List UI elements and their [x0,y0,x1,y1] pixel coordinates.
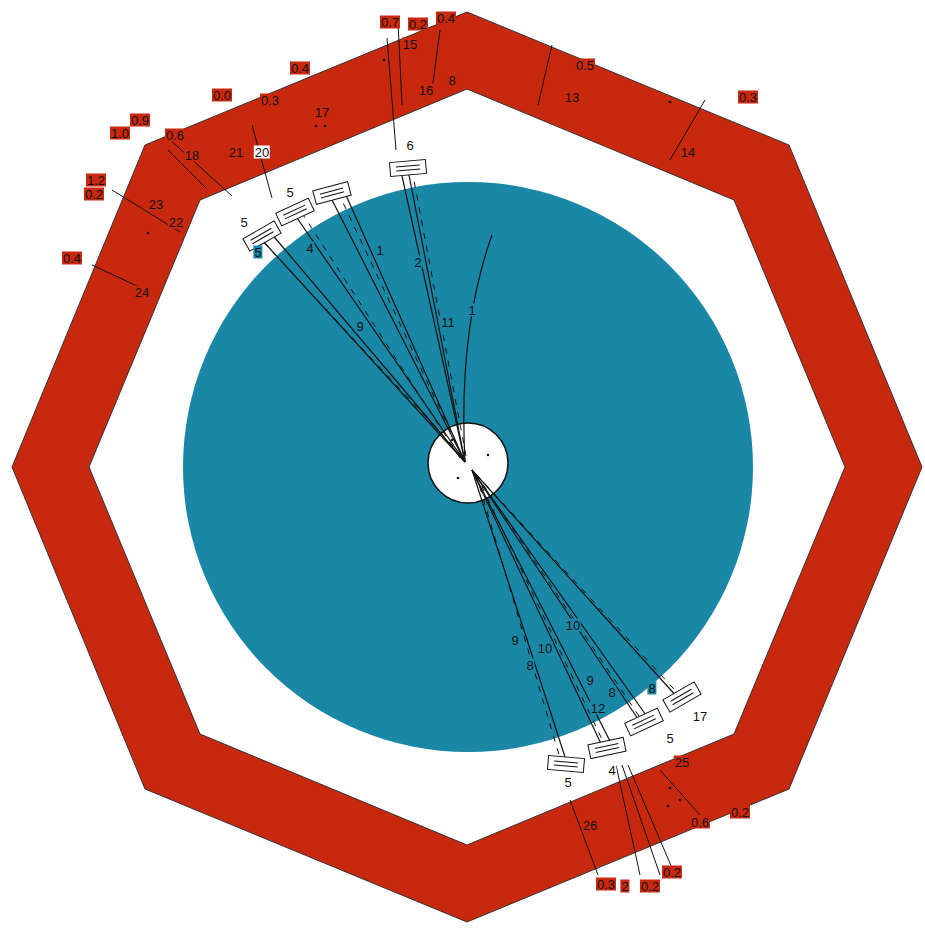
callout-number: 1.2 [86,174,106,187]
callout-number: 23 [148,198,164,211]
callout-number: 0.5 [575,59,595,72]
callout-number: 21 [228,146,244,159]
tracking-chamber [183,182,753,752]
muon-chambers [243,159,701,772]
callout-number: 4 [607,764,616,777]
callout-number: 0.2 [84,188,104,201]
callout-number: 5 [253,246,262,259]
callout-number: 0.7 [380,16,400,29]
track-hits [258,170,684,758]
callout-number: 0.9 [130,114,150,127]
callout-number: 0.2 [408,18,428,31]
callout-number: 8 [647,682,656,695]
callout-number: 22 [168,216,184,229]
callout-number: 8 [607,686,616,699]
callout-number: 0.3 [596,878,616,891]
callout-number: 14 [680,146,696,159]
callout-number: 1.0 [110,127,130,140]
callout-number: 9 [585,674,594,687]
callout-number: 0.0 [212,89,232,102]
callout-number: 24 [134,286,150,299]
callout-number: 4 [305,242,314,255]
callout-number: 10 [565,619,581,632]
callout-number: 6 [405,139,414,152]
callout-number: 17 [692,710,708,723]
callout-number: 18 [184,149,200,162]
callout-number: 20 [254,146,270,159]
calorimeter-inner [89,89,845,845]
callout-number: 0.4 [436,12,456,25]
calorimeter-outer [12,12,922,922]
callout-number: 15 [402,38,418,51]
callout-number: 0.4 [290,62,310,75]
callout-number: 1 [467,304,476,317]
callout-number: 0.6 [165,129,185,142]
callout-number: 9 [510,634,519,647]
callout-number: 2 [413,256,422,269]
callout-number: 26 [582,819,598,832]
callout-number: 2 [620,880,629,893]
callout-number: 5 [285,186,294,199]
callout-number: 8 [447,74,456,87]
callout-number: 0.2 [640,880,660,893]
callout-number: 0.4 [62,252,82,265]
callout-number: 0.2 [662,866,682,879]
callout-number: 9 [355,320,364,333]
callout-number: 10 [537,642,553,655]
callout-number: 16 [418,84,434,97]
tracks [262,170,678,760]
callout-number: 0.2 [730,806,750,819]
hit-dots [147,59,682,808]
callout-number: 12 [590,702,606,715]
callout-number: 1 [375,244,384,257]
callout-number: 5 [563,776,572,789]
callout-number: 17 [314,106,330,119]
callout-number: 8 [525,659,534,672]
callout-number: 0.3 [738,91,758,104]
callout-number: 13 [564,91,580,104]
callout-number: 0.3 [260,94,280,107]
callout-number: 11 [440,316,456,329]
callout-number: 5 [239,216,248,229]
callout-number: 25 [674,756,690,769]
callout-number: 5 [665,732,674,745]
callout-number: 0.6 [690,816,710,829]
calorimeter-deposits [92,22,705,875]
